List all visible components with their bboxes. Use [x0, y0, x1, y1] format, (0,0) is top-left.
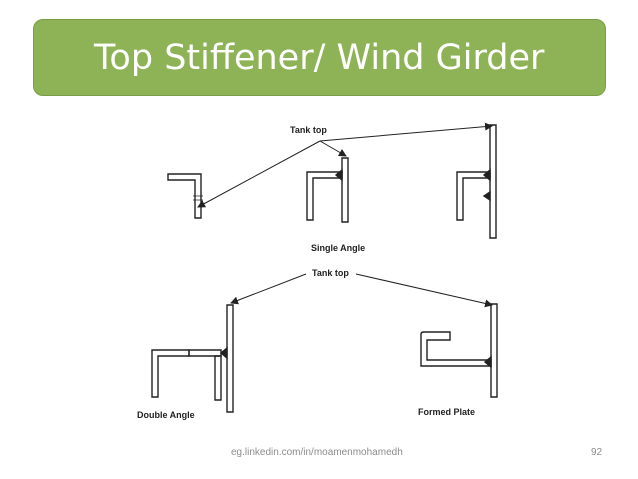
single-angle-label: Single Angle	[311, 243, 365, 253]
single-angle-middle	[306, 157, 349, 223]
single-angle-left	[167, 173, 203, 219]
single-angle-right	[456, 124, 497, 239]
formed-plate	[420, 303, 498, 398]
tank-top-label-1: Tank top	[290, 125, 327, 135]
page-number: 92	[591, 447, 603, 458]
slide-title: Top Stiffener/ Wind Girder	[94, 38, 545, 78]
tank-top-label-2: Tank top	[312, 268, 349, 278]
double-angle-label: Double Angle	[137, 410, 195, 420]
footer-url: eg.linkedin.com/in/moamenmohamedh	[231, 447, 403, 458]
tank-top-arrows-bottom	[230, 273, 493, 308]
formed-plate-label: Formed Plate	[418, 407, 475, 417]
double-angle	[151, 304, 234, 413]
tank-top-arrows-top	[197, 122, 493, 208]
title-bar: Top Stiffener/ Wind Girder	[33, 19, 606, 96]
